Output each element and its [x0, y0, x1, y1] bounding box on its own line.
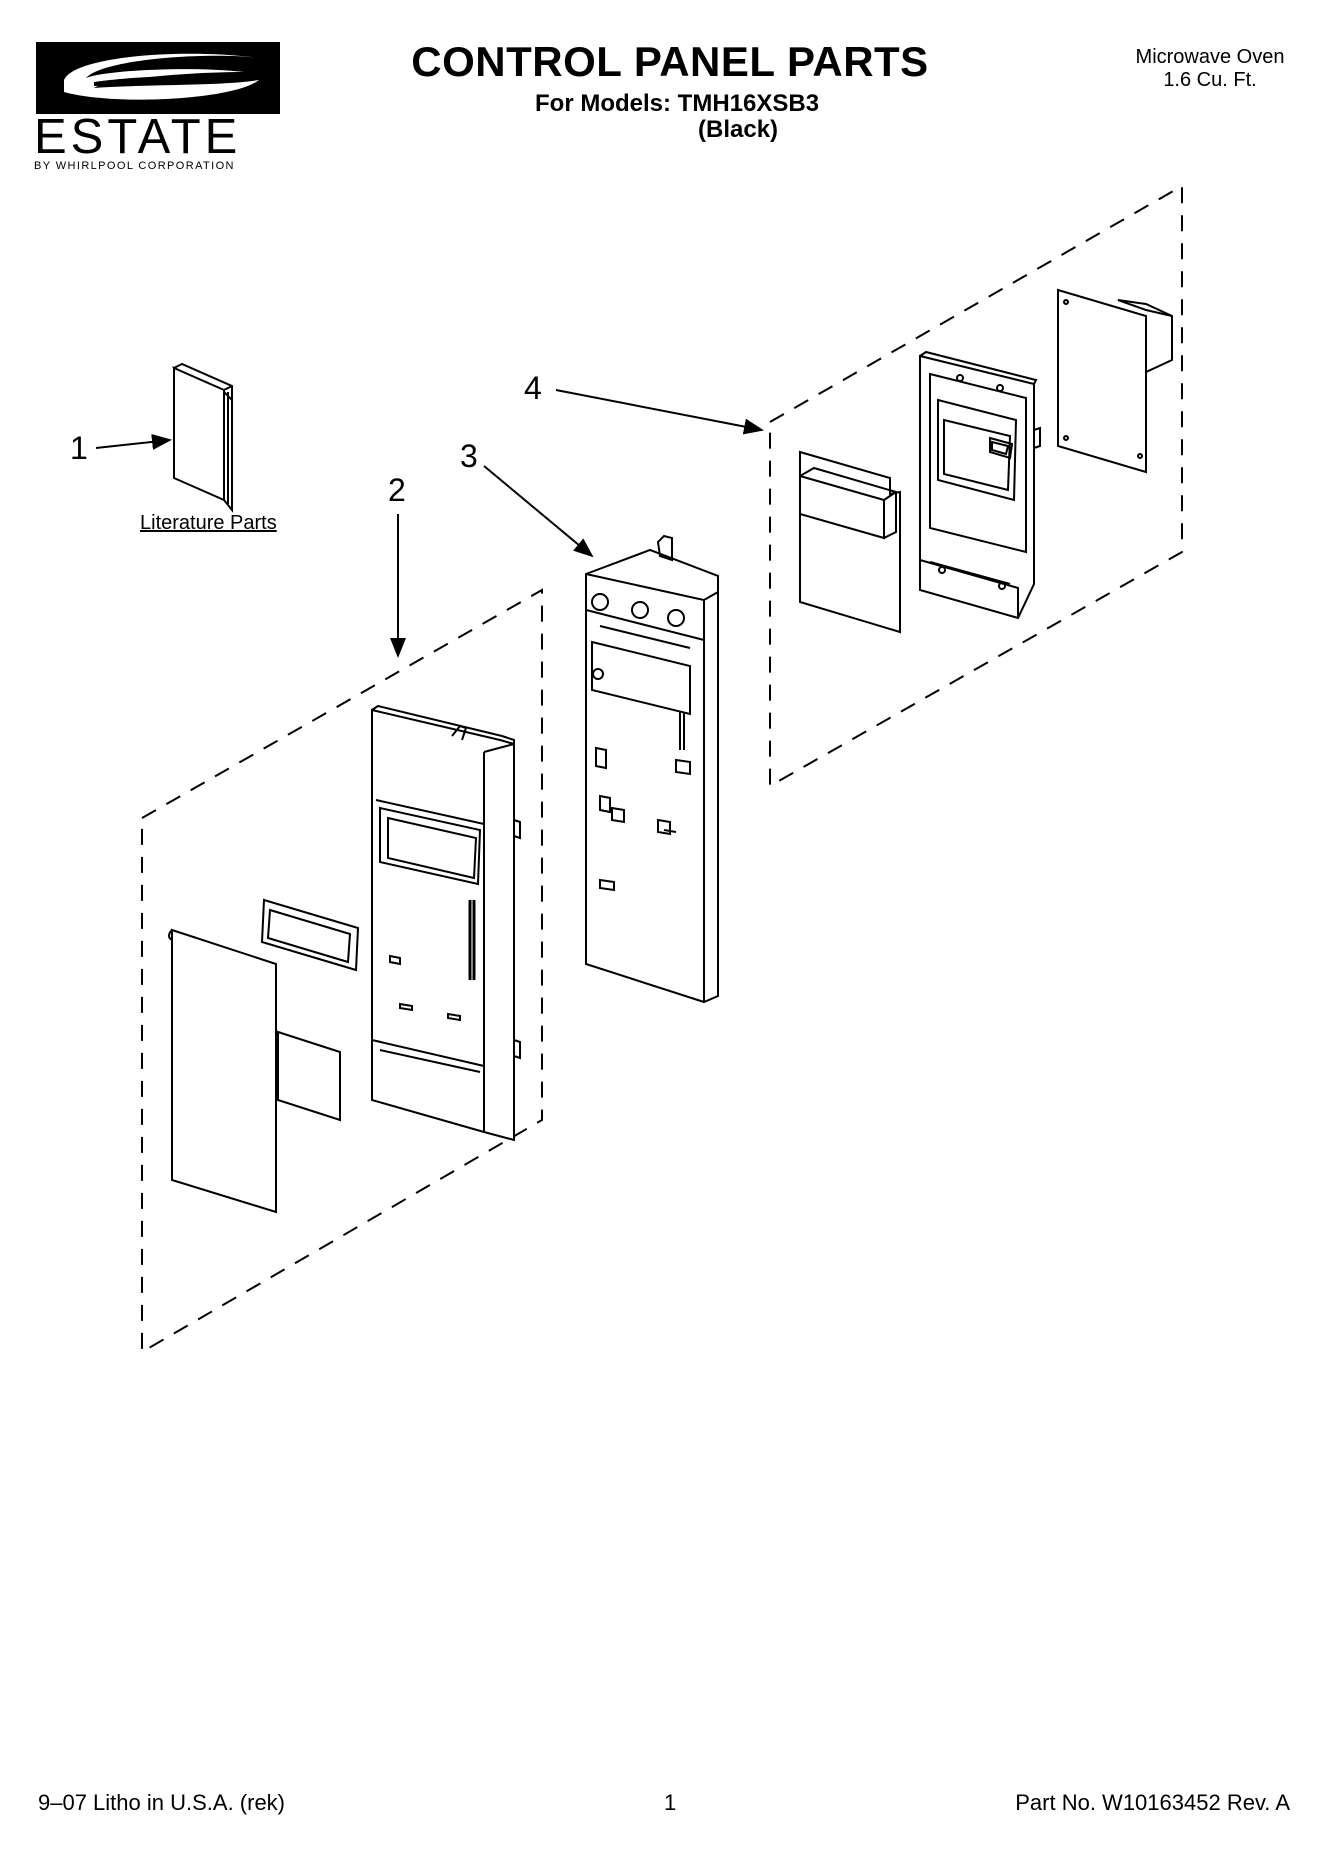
- callout-4: 4: [524, 370, 542, 406]
- literature-booklet: [172, 362, 233, 513]
- control-panel-housing: [585, 534, 719, 1004]
- keypad-bracket: [799, 450, 901, 634]
- display-window: [260, 898, 360, 972]
- product-line-1: Microwave Oven: [1135, 46, 1285, 68]
- brand-wordmark: ESTATE: [34, 110, 242, 164]
- leader-1: [95, 433, 172, 450]
- callout-3: 3: [460, 438, 478, 474]
- part-number: Part No. W10163452 Rev. A: [1015, 1790, 1290, 1815]
- brand-subtitle: BY WHIRLPOOL CORPORATION: [34, 160, 235, 172]
- leader-3: [483, 465, 594, 558]
- estate-logo-icon: [36, 42, 280, 114]
- keypad-plate: [277, 1030, 341, 1122]
- circuit-board: [1057, 288, 1173, 474]
- product-description: Microwave Oven 1.6 Cu. Ft.: [1110, 46, 1310, 92]
- touch-overlay: [168, 928, 277, 1214]
- callout-1: 1: [70, 430, 88, 466]
- group-4-boundary: [769, 184, 1183, 788]
- callout-2: 2: [388, 472, 406, 508]
- page-title: CONTROL PANEL PARTS: [411, 38, 929, 85]
- literature-parts-label: Literature Parts: [140, 512, 277, 534]
- page-number: 1: [664, 1790, 677, 1815]
- footer-print-info: 9–07 Litho in U.S.A. (rek): [38, 1790, 286, 1815]
- group-2-boundary: [141, 588, 543, 1354]
- models-line: For Models: TMH16XSB3: [535, 90, 820, 117]
- variant-line: (Black): [698, 116, 779, 143]
- electronic-board-holder: [919, 350, 1041, 620]
- leader-4: [555, 389, 764, 435]
- control-panel-frame: [371, 704, 521, 1142]
- product-line-2: 1.6 Cu. Ft.: [1163, 69, 1257, 91]
